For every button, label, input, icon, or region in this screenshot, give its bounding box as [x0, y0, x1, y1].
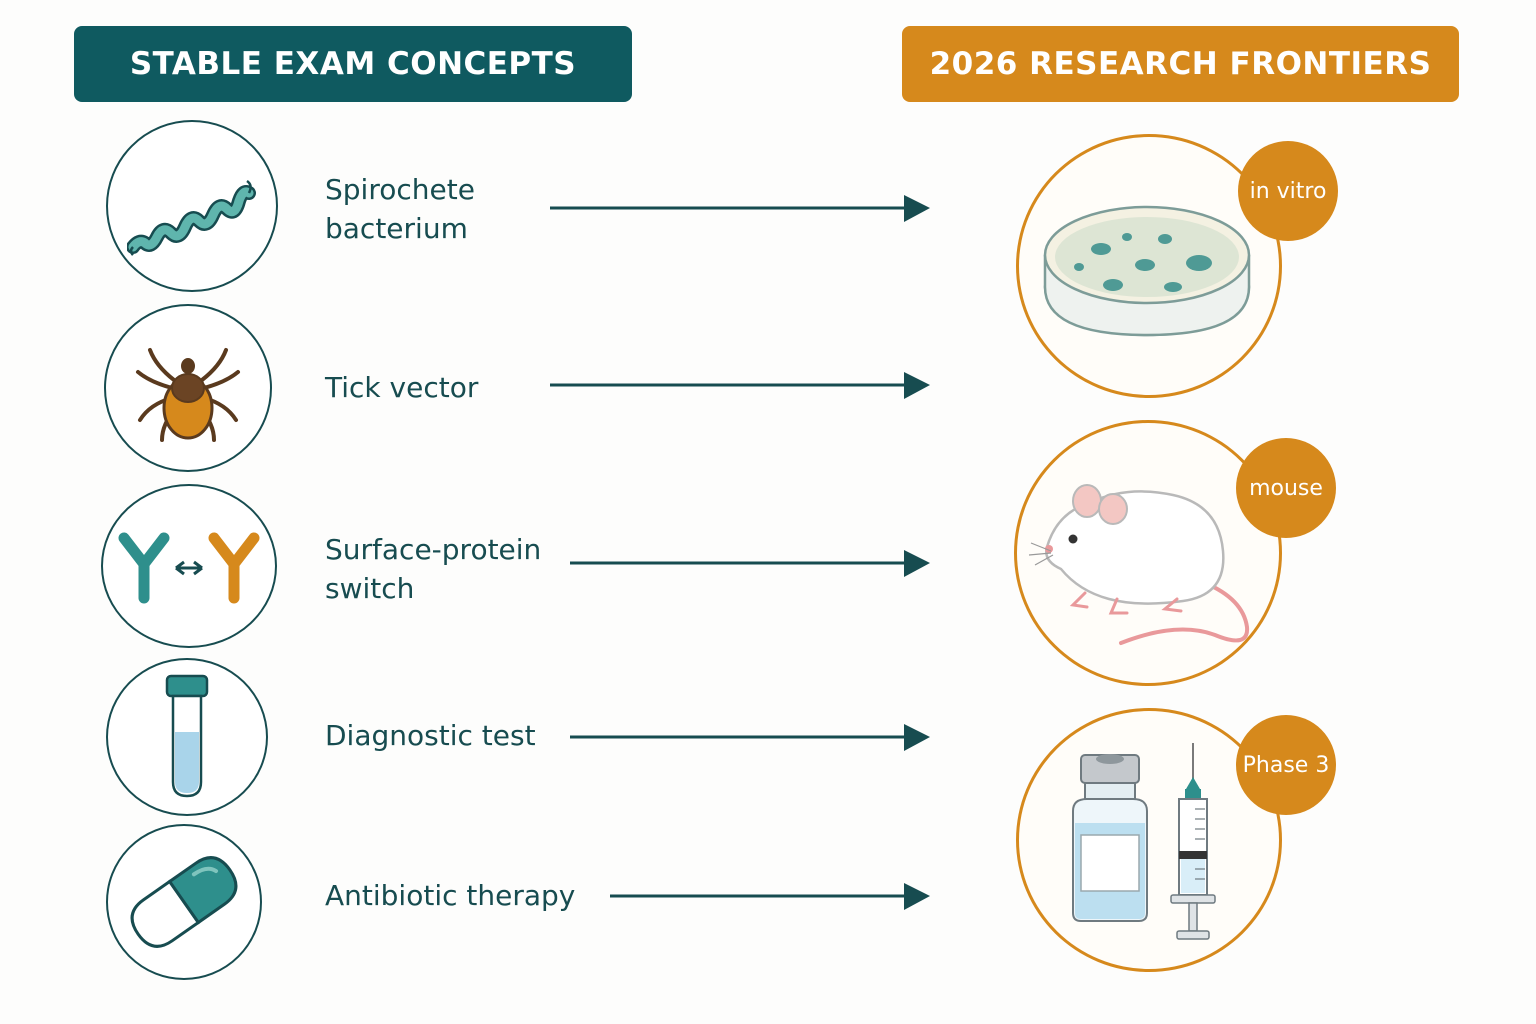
arrow-5 [610, 883, 930, 910]
surface-protein-circle [101, 484, 277, 648]
vaccine-vial-syringe-icon [1072, 743, 1216, 940]
tick-circle [104, 304, 272, 472]
antibiotic-circle [106, 824, 262, 980]
spirochete-icon [127, 179, 256, 256]
in-vitro-badge: in vitro [1238, 141, 1338, 241]
concept-label-surface-protein: Surface-protein switch [325, 533, 542, 605]
concept-label-antibiotic: Antibiotic therapy [325, 879, 576, 912]
arrow-1 [550, 195, 930, 222]
spirochete-circle [106, 120, 278, 292]
mouse-badge: mouse [1236, 438, 1336, 538]
antibody-switch-icon [118, 532, 260, 604]
concept-label-diagnostic: Diagnostic test [325, 719, 536, 752]
diagnostic-circle [106, 658, 268, 816]
petri-dish-icon [1043, 205, 1251, 337]
concept-label-spirochete: Spirochete bacterium [325, 173, 475, 245]
stable-exam-concepts-header: STABLE EXAM CONCEPTS [74, 26, 632, 102]
phase-3-badge: Phase 3 [1236, 715, 1336, 815]
mouse-circle [1014, 420, 1282, 686]
capsule-icon [130, 856, 238, 948]
arrow-4 [570, 724, 930, 751]
mouse-icon [1028, 484, 1250, 645]
tick-icon [136, 348, 240, 442]
research-frontiers-header: 2026 RESEARCH FRONTIERS [902, 26, 1459, 102]
in-vitro-circle [1016, 134, 1282, 398]
arrow-3 [570, 550, 930, 577]
test-tube-icon [165, 674, 209, 798]
arrow-2 [550, 372, 930, 399]
concept-label-tick: Tick vector [325, 371, 479, 404]
